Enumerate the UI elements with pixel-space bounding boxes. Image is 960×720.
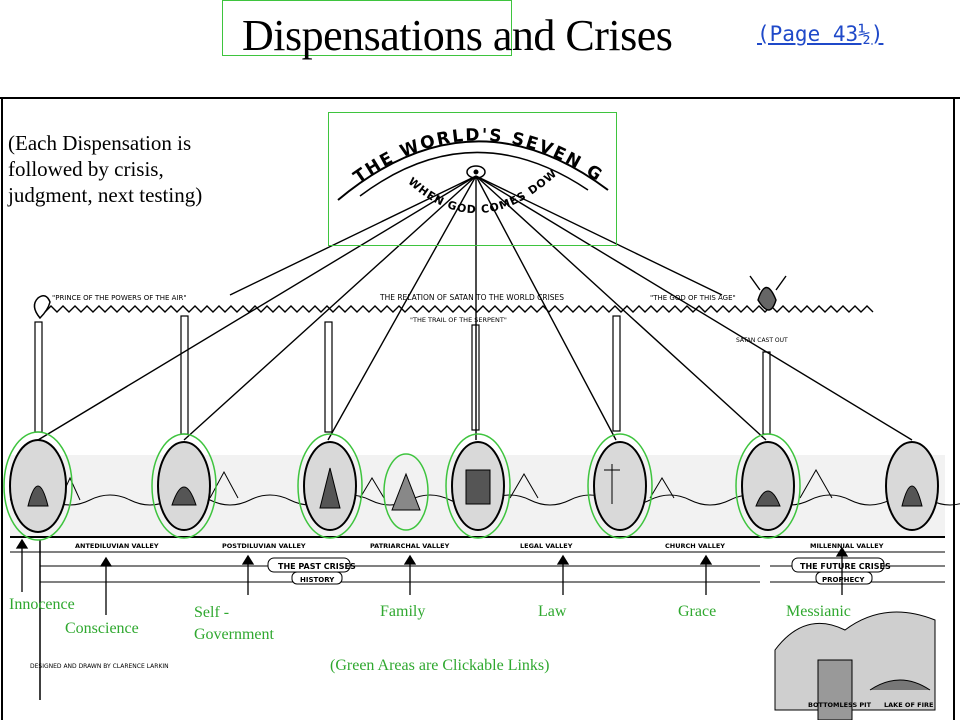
valley-millennial: MILLENNIAL VALLEY xyxy=(810,542,884,550)
dispensation-note: (Each Dispensation is followed by crisis… xyxy=(8,130,268,208)
dispensation-law-link[interactable]: Law xyxy=(538,603,567,620)
valley-antediluvian: ANTEDILUVIAN VALLEY xyxy=(75,542,159,550)
footer-note: (Green Areas are Clickable Links) xyxy=(330,657,550,674)
satan-cast-out-text: SATAN CAST OUT xyxy=(736,337,788,344)
valley-postdiluvian: POSTDILUVIAN VALLEY xyxy=(222,542,306,550)
future-crises-label: THE FUTURE CRISES xyxy=(800,562,891,571)
dispensation-self-government-link[interactable]: Self - Government xyxy=(194,602,274,646)
satan-left-text: "PRINCE OF THE POWERS OF THE AIR" xyxy=(52,294,187,302)
prophecy-label: PROPHECY xyxy=(822,576,865,584)
page-title: Dispensations and Crises xyxy=(242,11,673,60)
satan-right-text: "THE GOD OF THIS AGE" xyxy=(650,294,736,302)
self-government-line-1: Self - xyxy=(194,604,230,621)
seven-crises-link-area[interactable] xyxy=(328,112,617,246)
dispensation-grace-link[interactable]: Grace xyxy=(678,603,717,620)
note-line-3: judgment, next testing) xyxy=(8,183,203,207)
credits-text: DESIGNED AND DRAWN BY CLARENCE LARKIN xyxy=(30,663,169,670)
self-government-line-2: Government xyxy=(194,626,274,643)
bottomless-pit-label: BOTTOMLESS PIT xyxy=(808,701,872,709)
dispensation-messianic-link[interactable]: Messianic xyxy=(786,603,851,620)
satan-center-sub-text: "THE TRAIL OF THE SERPENT" xyxy=(410,316,507,324)
note-line-1: (Each Dispensation is xyxy=(8,131,192,155)
serpent-trail-line xyxy=(44,305,874,313)
valley-legal: LEGAL VALLEY xyxy=(520,542,573,550)
past-crises-label: THE PAST CRISES xyxy=(278,562,356,571)
valley-patriarchal: PATRIARCHAL VALLEY xyxy=(370,542,450,550)
page-link[interactable]: (Page 43½) xyxy=(757,22,884,46)
dispensation-conscience-link[interactable]: Conscience xyxy=(65,620,139,637)
lake-of-fire-label: LAKE OF FIRE xyxy=(884,701,933,709)
note-line-2: followed by crisis, xyxy=(8,157,164,181)
dispensation-innocence-link[interactable]: Innocence xyxy=(9,596,75,613)
dispensation-family-link[interactable]: Family xyxy=(380,603,426,620)
valley-church: CHURCH VALLEY xyxy=(665,542,725,550)
frame-top-border xyxy=(0,97,960,99)
history-label: HISTORY xyxy=(300,576,335,584)
title-link-area[interactable] xyxy=(222,0,512,56)
satan-center-text: THE RELATION OF SATAN TO THE WORLD CRISE… xyxy=(379,293,564,302)
